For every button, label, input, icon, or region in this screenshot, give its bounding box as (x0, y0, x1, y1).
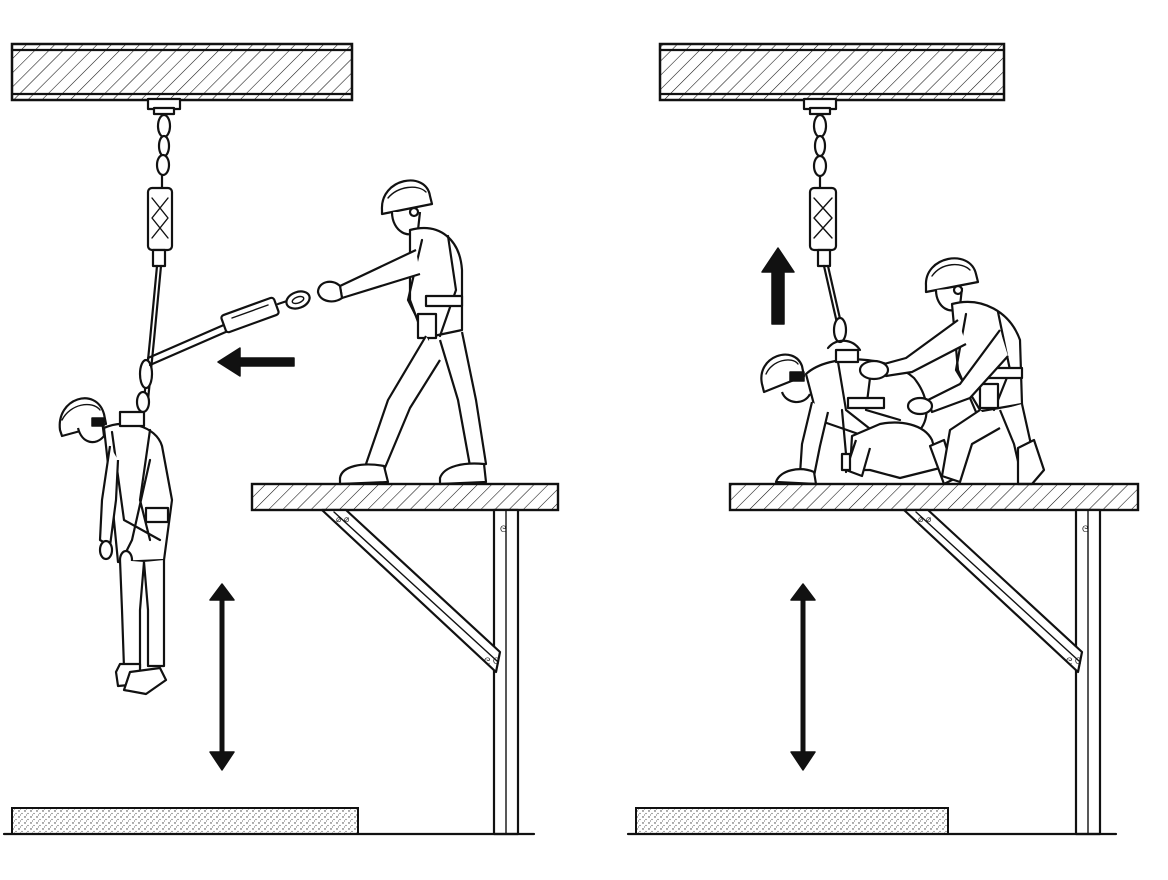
svg-text:ᘓ: ᘓ (1082, 524, 1088, 534)
anchor-chain-right (802, 97, 838, 190)
ground-right (626, 807, 1118, 836)
svg-text:ᘓ ᘓ: ᘓ ᘓ (484, 656, 499, 666)
lanyard-vertical-right (822, 264, 862, 352)
suspended-worker (58, 397, 174, 696)
platform-right (728, 482, 1140, 512)
panel-left: ⌀ ⌀ ᘓ ᘓ ᘓ (2, 42, 560, 836)
double-vertical-arrow-left (209, 583, 235, 771)
beam-left (10, 42, 354, 102)
svg-text:⌀ ⌀: ⌀ ⌀ (336, 514, 350, 524)
rescue-lanyard-left (146, 290, 311, 367)
ground-left (2, 807, 536, 836)
svg-text:⌀ ⌀: ⌀ ⌀ (918, 514, 932, 524)
panel-right: ⌀ ⌀ ᘓ ᘓ ᘓ (626, 42, 1140, 836)
bracket-left: ⌀ ⌀ ᘓ ᘓ ᘓ (320, 508, 520, 836)
rescued-worker (760, 348, 958, 486)
lanyard-vertical-left (135, 264, 163, 414)
beam-right (658, 42, 1006, 102)
left-arrow (217, 347, 295, 377)
platform-left (250, 482, 560, 512)
rescuer-left (316, 179, 488, 486)
shock-absorber-right (808, 186, 838, 268)
svg-text:ᘓ: ᘓ (500, 524, 506, 534)
double-vertical-arrow-right (790, 583, 816, 771)
rescuer-right (858, 257, 1046, 486)
anchor-chain-left (146, 97, 182, 190)
shock-absorber-left (146, 186, 174, 268)
bracket-right: ⌀ ⌀ ᘓ ᘓ ᘓ (902, 508, 1102, 836)
svg-text:ᘓ ᘓ: ᘓ ᘓ (1066, 656, 1081, 666)
up-arrow (761, 247, 795, 325)
